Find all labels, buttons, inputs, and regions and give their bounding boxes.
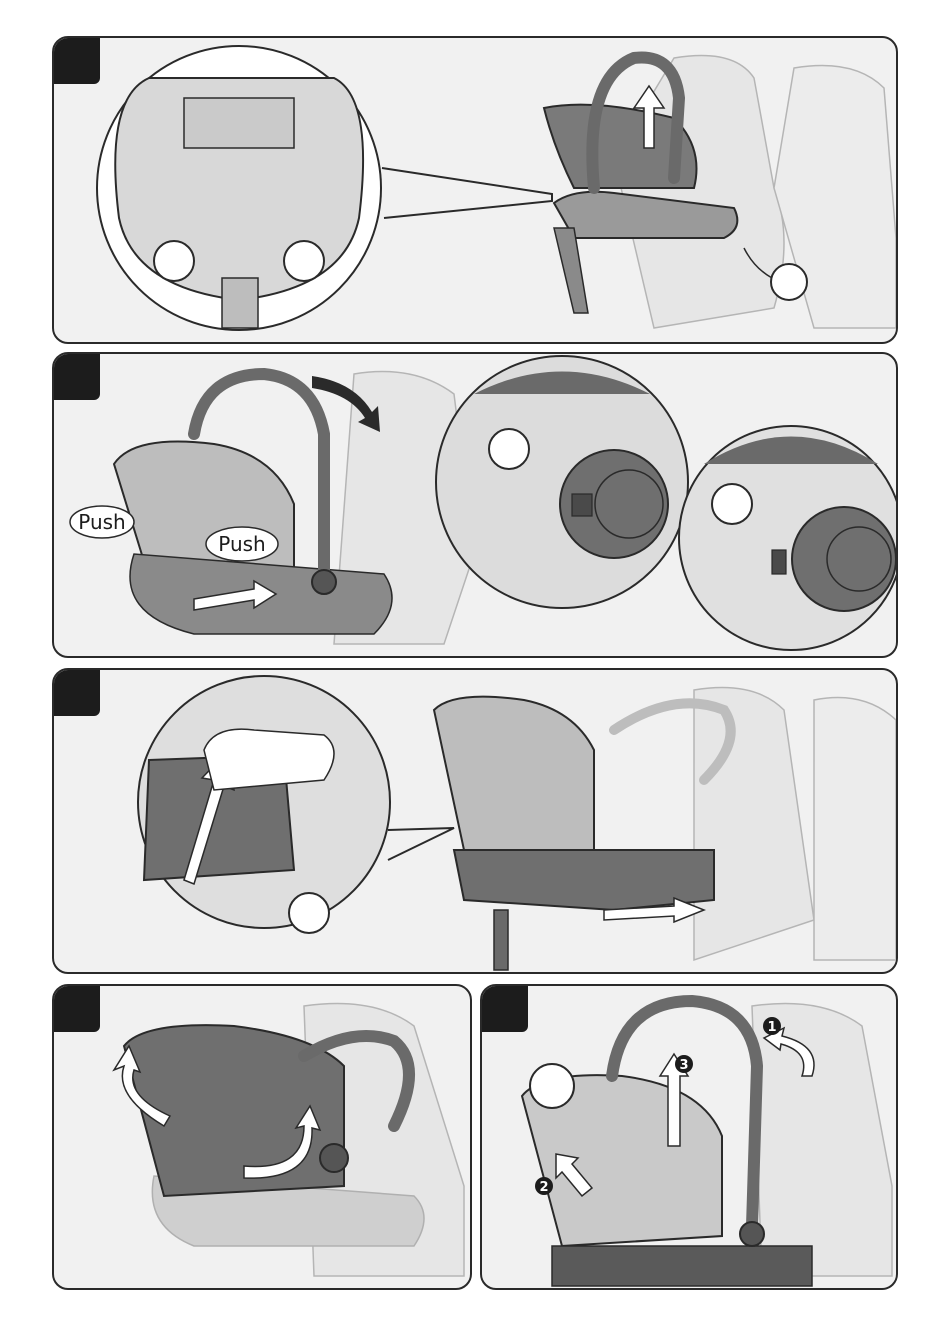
illustration-carry-carrier: 1 2 3 bbox=[482, 986, 896, 1288]
step-panel-1 bbox=[52, 36, 898, 344]
svg-text:3: 3 bbox=[679, 1058, 688, 1073]
step-marker-1: 1 bbox=[763, 1017, 781, 1035]
step-panel-4 bbox=[52, 984, 472, 1290]
magnifier-circle bbox=[138, 676, 454, 933]
push-label-right: Push bbox=[206, 527, 278, 561]
magnifier-circle bbox=[679, 426, 896, 650]
magnifier-circle bbox=[97, 46, 552, 330]
step-panel-3 bbox=[52, 668, 898, 974]
push-label-left: Push bbox=[70, 506, 134, 538]
step-marker-2: 2 bbox=[535, 1177, 553, 1195]
illustration-remove-carrier bbox=[54, 986, 470, 1288]
svg-text:Push: Push bbox=[218, 532, 265, 556]
illustration-release-carrier bbox=[54, 670, 896, 972]
hand-icon bbox=[204, 729, 334, 790]
svg-text:1: 1 bbox=[767, 1020, 776, 1035]
step-panel-2: Push Push bbox=[52, 352, 898, 658]
svg-text:2: 2 bbox=[539, 1180, 548, 1195]
illustration-attach-carrier: Push Push bbox=[54, 354, 896, 656]
step-panel-5: 1 2 3 bbox=[480, 984, 898, 1290]
illustration-install-base bbox=[54, 38, 896, 342]
svg-text:Push: Push bbox=[78, 510, 125, 534]
magnifier-circle bbox=[436, 356, 688, 608]
step-marker-3: 3 bbox=[675, 1055, 693, 1073]
